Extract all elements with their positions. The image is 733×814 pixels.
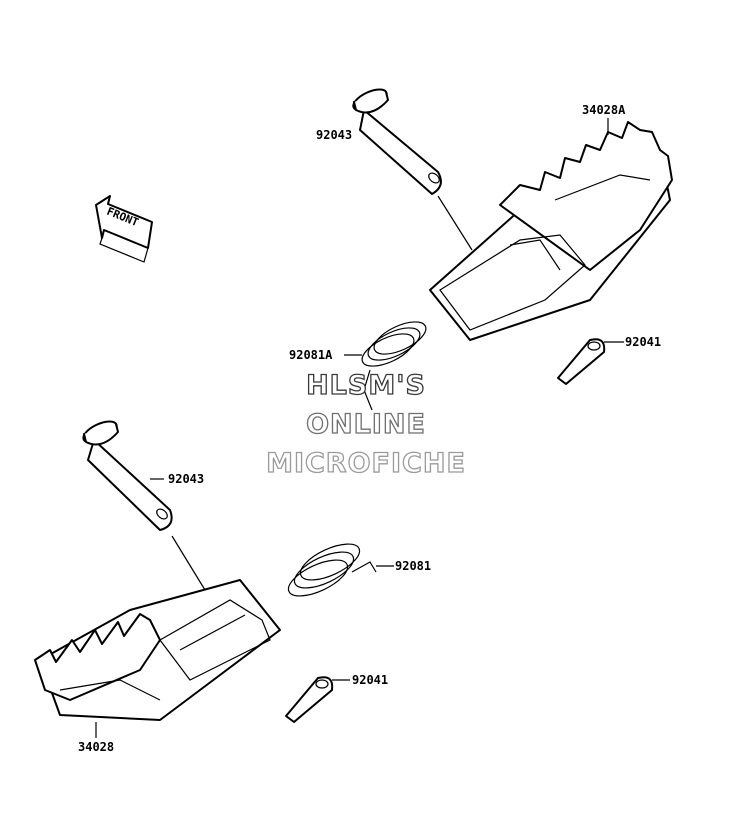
lower-torsion-spring [287, 543, 377, 597]
callout-92081A: 92081A [289, 348, 333, 362]
upper-cotter-pin [557, 338, 606, 385]
upper-footpeg [429, 121, 673, 341]
upper-torsion-spring [361, 321, 427, 411]
callout-92043-lower: 92043 [168, 472, 204, 486]
watermark-line-3: MICROFICHE [266, 448, 466, 479]
callout-92043-upper: 92043 [316, 128, 352, 142]
watermark-line-2: ONLINE [306, 409, 426, 440]
watermark-line-1: HLSM'S [306, 370, 426, 401]
lower-clevis-pin [82, 420, 173, 531]
callout-92041-upper: 92041 [625, 335, 661, 349]
callout-34028A: 34028A [582, 103, 626, 117]
callout-34028: 34028 [78, 740, 114, 754]
upper-clevis-pin [352, 88, 442, 195]
lower-footpeg [34, 579, 281, 721]
callout-92081: 92081 [395, 559, 431, 573]
front-arrow-icon: FRONT [95, 195, 153, 263]
callout-92041-lower: 92041 [352, 673, 388, 687]
lower-cotter-pin [285, 676, 334, 723]
watermark: HLSM'S ONLINE MICROFICHE [265, 369, 466, 479]
